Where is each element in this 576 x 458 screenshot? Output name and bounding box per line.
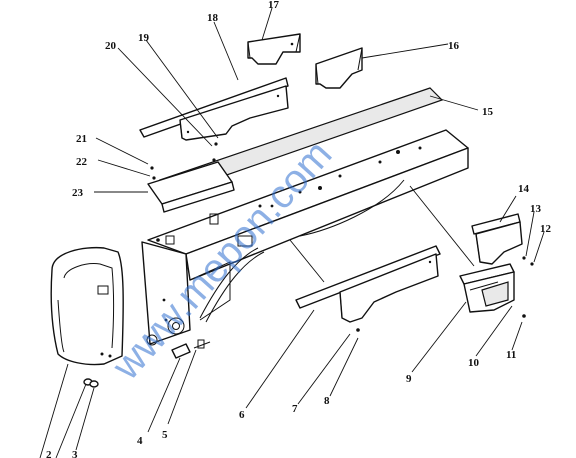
callout-4: 4 [137, 435, 143, 447]
callout-18: 18 [207, 12, 219, 24]
callout-10: 10 [468, 357, 480, 369]
callout-9: 9 [406, 373, 412, 385]
callout-2: 2 [46, 449, 52, 458]
callout-17: 17 [268, 0, 280, 11]
part-9-10-box-bracket [459, 263, 515, 313]
callout-labels: 17 16 18 19 20 15 21 22 23 14 13 12 6 7 … [46, 0, 552, 458]
callout-8: 8 [324, 395, 330, 407]
left-end-cap [50, 246, 124, 366]
part-23-cover-plate [147, 161, 235, 213]
callout-15: 15 [482, 106, 494, 118]
callout-11: 11 [506, 349, 516, 361]
part-6-bottom-rail [295, 245, 441, 323]
part-16-bracket-plate [315, 47, 363, 89]
part-18-angle-bar [139, 77, 289, 141]
callout-7: 7 [292, 403, 298, 415]
main-housing [141, 129, 469, 346]
small-fasteners [150, 142, 534, 332]
callout-6: 6 [239, 409, 245, 421]
part-4-5-hardware [171, 339, 211, 359]
callout-23: 23 [72, 187, 84, 199]
part-17-top-bracket [247, 33, 301, 65]
callout-13: 13 [530, 203, 542, 215]
callout-16: 16 [448, 40, 460, 52]
leader-lines [39, 7, 545, 458]
callout-3: 3 [72, 449, 78, 458]
part-14-right-bracket [471, 213, 523, 265]
callout-21: 21 [76, 133, 87, 145]
part-3-washers [83, 378, 99, 388]
callout-14: 14 [518, 183, 530, 195]
callout-19: 19 [138, 32, 150, 44]
callout-20: 20 [105, 40, 117, 52]
callout-22: 22 [76, 156, 88, 168]
callout-5: 5 [162, 429, 168, 441]
callout-12: 12 [540, 223, 552, 235]
